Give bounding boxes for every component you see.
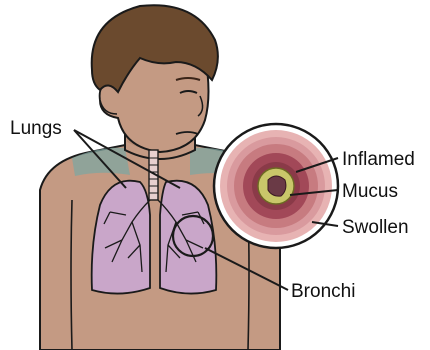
airway-cross-section xyxy=(214,124,338,248)
swollen-label: Swollen xyxy=(342,217,409,238)
narrowed-lumen xyxy=(268,176,286,196)
lungs-label: Lungs xyxy=(10,118,62,139)
mucus-label: Mucus xyxy=(342,181,398,202)
bronchi-label: Bronchi xyxy=(291,281,355,302)
left-shoulder-shade xyxy=(72,148,130,176)
inflamed-label: Inflamed xyxy=(342,149,415,170)
